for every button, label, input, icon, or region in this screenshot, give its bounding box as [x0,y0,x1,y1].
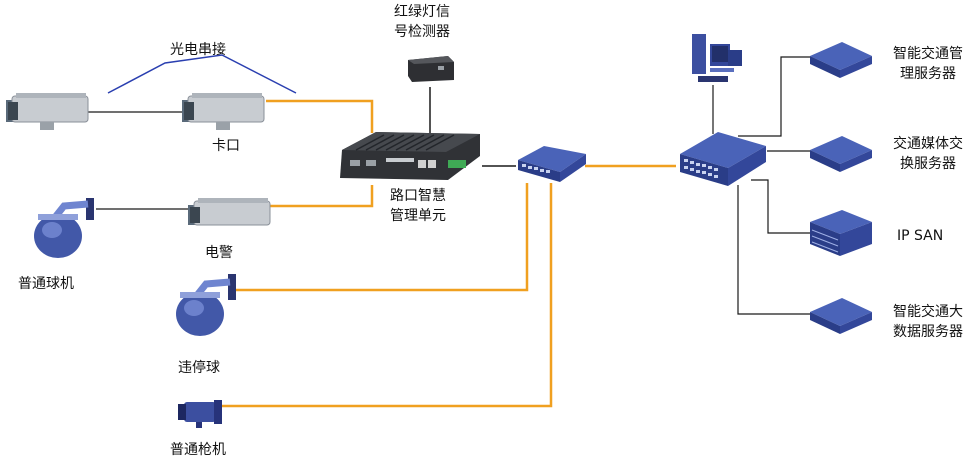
checkpoint-camera-icon [182,93,265,130]
signal-detector-icon [408,56,454,82]
checkpoint-label: 卡口 [212,138,240,154]
intersection-unit-icon [340,132,480,180]
parking-fiber-line [236,183,529,292]
bigdata-server-label: 智能交通大 数据服务器 [893,304,963,340]
signal-detector-label: 红绿灯信 号检测器 [394,4,450,40]
core-switch-icon [680,132,766,186]
checkpoint-fiber-line [266,99,374,133]
ipsan-line [751,179,810,234]
epolice-label: 电警 [205,245,233,261]
intersection-unit-label: 路口智慧 管理单元 [390,188,446,224]
bullet-camera-label: 普通枪机 [170,442,226,458]
workstation-icon [692,34,742,82]
media-exchange-server-label: 交通媒体交 换服务器 [893,136,963,172]
ip-san-icon [810,210,872,256]
epolice-camera-icon [188,198,271,226]
epolice-fiber-line [270,185,374,208]
bullet-fiber-line [220,183,553,408]
dome-camera-icon [34,198,94,258]
traffic-mgmt-server-label: 智能交通管 理服务器 [893,46,963,82]
bullet-camera-icon [178,400,222,428]
fiber-chain-line [107,54,297,94]
box-camera-left-icon [6,93,89,130]
server1-line [738,56,810,137]
access-switch-icon [518,146,586,182]
parking-dome-icon [176,274,236,336]
parking-dome-label: 违停球 [178,360,220,376]
media-exchange-server-icon [810,136,872,172]
server4-line [737,185,810,315]
bigdata-server-icon [810,298,872,334]
dome-camera-label: 普通球机 [18,276,74,292]
fiber-chain-label: 光电串接 [170,42,226,58]
traffic-mgmt-server-icon [810,42,872,78]
ip-san-label: IP SAN [897,228,944,244]
